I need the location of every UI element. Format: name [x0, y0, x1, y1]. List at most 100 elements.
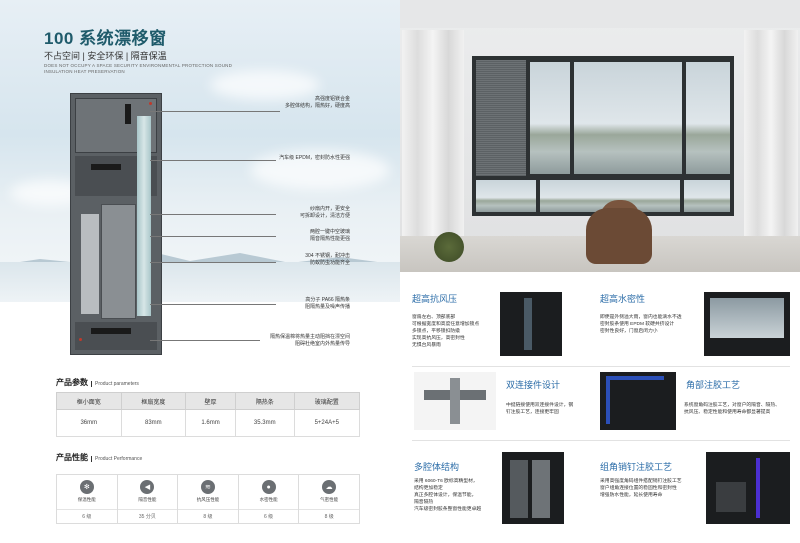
- params-heading-en: Product parameters: [91, 381, 139, 387]
- profile-detail: [524, 298, 532, 350]
- table-cell: 83mm: [120, 409, 187, 437]
- feature-image: [500, 292, 562, 356]
- performance-value: 35 分贝: [117, 509, 178, 523]
- glass-pane: [684, 180, 730, 212]
- speaker-icon: ◀: [140, 480, 155, 494]
- glass-pane: [686, 62, 730, 174]
- table-cell: 35.3mm: [235, 409, 295, 437]
- performance-label: 保温性能: [77, 497, 96, 502]
- table-header: 玻璃配置: [293, 392, 361, 410]
- thermal-break: [91, 164, 121, 170]
- left-page: 100 系统漂移窗 不占空间 | 安全环保 | 隔音保温 DOES NOT OC…: [0, 0, 400, 524]
- water-drop-icon: ●: [261, 480, 276, 494]
- left-curtain: [402, 30, 464, 260]
- performance-label: 抗风压性能: [196, 497, 220, 502]
- table-cell: 5+24A+5: [293, 409, 361, 437]
- performance-item: ● 水密性能 6 级: [238, 475, 300, 523]
- callout-line: [150, 340, 260, 341]
- feature-text: 中挺链接使用双连接件设计，钢 钉注胶工艺，连接更牢固: [506, 403, 574, 415]
- callout-line: [150, 111, 280, 112]
- performance-item: ☁ 气密性能 8 级: [299, 475, 359, 523]
- callout-line: [150, 236, 276, 237]
- glass-pane: [530, 62, 570, 174]
- table-cell: 36mm: [56, 409, 122, 437]
- performance-value: 6 级: [238, 509, 299, 523]
- corner-detail: [756, 458, 760, 518]
- table-header: 框扇宽度: [120, 392, 187, 410]
- window-sash: [101, 204, 136, 319]
- feature-title: 超高抗风压: [412, 294, 458, 304]
- table-row: 36mm 83mm 1.6mm 35.3mm 5+24A+5: [56, 409, 361, 437]
- performance-label: 水密性能: [259, 497, 278, 502]
- red-marker: [79, 338, 82, 341]
- cloud: [250, 150, 390, 190]
- feature-image: [414, 372, 496, 430]
- performance-value: 8 级: [299, 509, 359, 523]
- gasket-detail: [606, 376, 664, 380]
- feature-title: 多腔体结构: [414, 462, 460, 472]
- feature-image: [502, 452, 564, 524]
- page-title: 100 系统漂移窗: [44, 29, 167, 48]
- performance-label: 隔音性能: [138, 497, 157, 502]
- corner-detail: [716, 482, 746, 512]
- feature-image: [706, 452, 790, 524]
- ceiling: [400, 0, 800, 28]
- callout-epdm: 汽车级 EPDM，密封防水性更强: [279, 155, 350, 161]
- plant: [434, 232, 464, 262]
- callout-aluminium: 高强度铝镁合金 多腔体结构，隔热好，硬度高: [284, 96, 350, 109]
- callout-screen-sash: 纱扇内开，更安全 可拆卸设计，清洁方便: [299, 206, 350, 219]
- feature-text: 即便是外侧溢大雨，窗内也能滴水不透 密封胶条使用 EPDM 软硬共挤设计 密封性…: [600, 315, 682, 334]
- callout-pa66: 高分子 PA66 隔热条 阻隔热量及噪声传播: [304, 297, 350, 310]
- cloud-icon: ☁: [322, 480, 337, 494]
- water-reflection: [0, 262, 400, 302]
- gasket: [125, 104, 131, 124]
- callout-line: [150, 304, 276, 305]
- room-photo: [400, 0, 800, 272]
- right-page: 超高抗风压 窗扇左右、顶部底部 可根据宽度和高度任意增加锁点 多锁点，平移锁扣防…: [400, 0, 800, 543]
- window-detail: [710, 298, 784, 338]
- table-header: 壁厚: [185, 392, 236, 410]
- connector-detail: [450, 378, 460, 424]
- performance-item: ◀ 隔音性能 35 分贝: [117, 475, 179, 523]
- profile-detail: [510, 460, 528, 518]
- feature-text: 采用高强度角码组件搭配销钉注胶工艺 窗户组角连接位置的稳固性和密封性 增强防水性…: [600, 479, 682, 498]
- table-header: 框小面宽: [56, 392, 122, 410]
- callout-line: [150, 262, 276, 263]
- feature-title: 组角销钉注胶工艺: [600, 462, 673, 472]
- callout-insulation: 隔热保温棉将热量主动阻挡在漂空间 阻碍杜绝室内外热量传导: [269, 334, 350, 347]
- frame-bottom-block: [75, 322, 157, 350]
- feature-image: [704, 292, 790, 356]
- divider: [412, 366, 790, 367]
- performance-heading-zh: 产品性能: [56, 453, 88, 462]
- cloud: [210, 70, 320, 100]
- divider: [412, 440, 790, 441]
- performance-value: 8 级: [178, 509, 238, 523]
- feature-text: 窗扇左右、顶部底部 可根据宽度和高度任意增加锁点 多锁点，平移锁扣防撬 实现高抗…: [412, 315, 480, 348]
- params-heading-zh: 产品参数: [56, 378, 88, 387]
- wind-icon: ≋: [200, 480, 215, 494]
- performance-grid: ✻ 保温性能 6 级 ◀ 隔音性能 35 分贝 ≋ 抗风压性能 8 级 ● 水密…: [56, 474, 360, 524]
- performance-heading-en: Product Performance: [91, 456, 143, 462]
- page-subtitle: 不占空间 | 安全环保 | 隔音保温: [44, 51, 167, 61]
- performance-label: 气密性能: [320, 497, 339, 502]
- callout-stainless-steel: 304 不锈钢，耐冲击 防蚁防虫功能齐全: [305, 253, 350, 266]
- feature-title: 超高水密性: [600, 294, 646, 304]
- callout-line: [150, 214, 276, 215]
- gasket-detail: [606, 376, 610, 424]
- screen-sash: [81, 214, 99, 314]
- snowflake-icon: ✻: [79, 480, 94, 494]
- performance-value: 6 级: [57, 509, 117, 523]
- armchair: [586, 208, 652, 264]
- callout-glass: 两腔一键中空玻璃 隔音隔热性能更强: [309, 229, 350, 242]
- page-subtitle-en: DOES NOT OCCUPY A SPACE SECURITY ENVIRON…: [44, 63, 233, 74]
- glass-pane: [137, 116, 151, 316]
- glass-pane: [574, 62, 682, 174]
- feature-text: 系统窗角码注胶工艺，对窗户的隔音、隔热、 抗风压、稳定性能和使用寿命都显著提高: [684, 403, 780, 415]
- feature-title: 双连接件设计: [506, 380, 561, 390]
- table-header-row: 框小面宽 框扇宽度 壁厚 隔热条 玻璃配置: [56, 392, 361, 410]
- table-cell: 1.6mm: [185, 409, 236, 437]
- product-parameters-table: 框小面宽 框扇宽度 壁厚 隔热条 玻璃配置 36mm 83mm 1.6mm 35…: [56, 392, 361, 437]
- window-profile-cross-section: [70, 93, 162, 355]
